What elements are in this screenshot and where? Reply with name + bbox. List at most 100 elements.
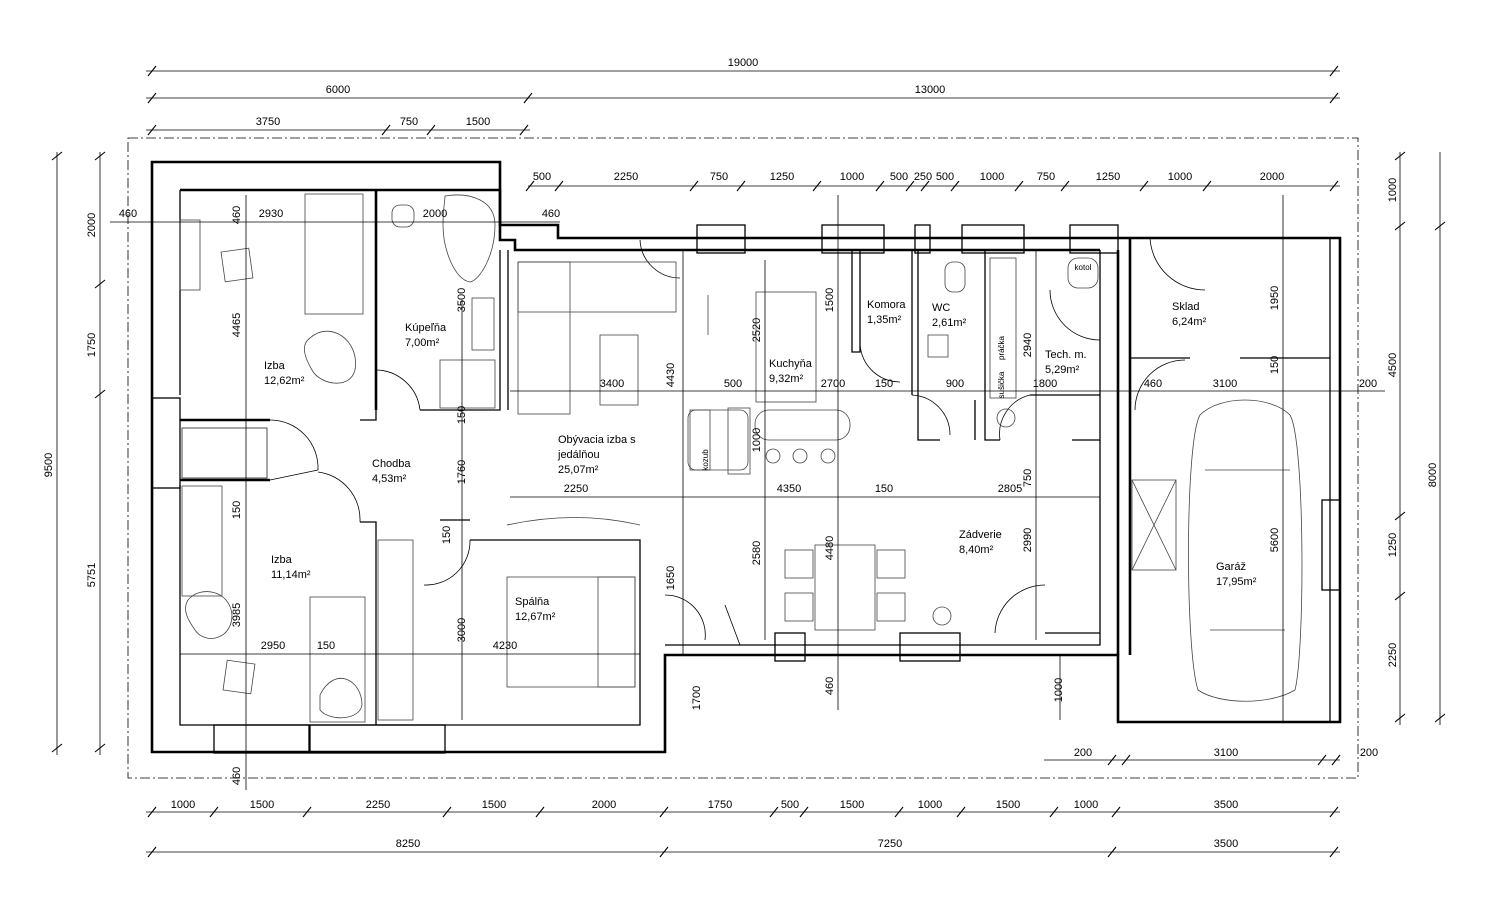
room-area-komora: 1,35m² bbox=[867, 314, 902, 326]
dim-bot-b: 8250 bbox=[396, 838, 420, 850]
room-name-obyvacia: Obývacia izba s bbox=[558, 434, 636, 446]
dim-top-d: 1250 bbox=[770, 171, 794, 183]
dim-top-c2: 750 bbox=[400, 116, 418, 128]
dim-inner: 1000 bbox=[1053, 678, 1065, 702]
dimension-lines bbox=[51, 65, 1446, 858]
bed-spalna bbox=[506, 576, 636, 688]
dim-top-d: 750 bbox=[710, 171, 728, 183]
dim-garage-bottom: 200 bbox=[1360, 747, 1378, 759]
dim-inner: 750 bbox=[1022, 469, 1034, 487]
dim-inner: 500 bbox=[724, 378, 742, 390]
dim-left-b: 5751 bbox=[86, 563, 98, 587]
room-area-izba-2: 11,14m² bbox=[271, 569, 311, 581]
dim-top-d: 500 bbox=[936, 171, 954, 183]
dim-inner: 1000 bbox=[751, 428, 763, 452]
room-area-kuchyna: 9,32m² bbox=[769, 373, 804, 385]
dim-inner: 4465 bbox=[231, 313, 243, 337]
dim-inner: 150 bbox=[875, 483, 893, 495]
dim-inner: 460 bbox=[231, 206, 243, 224]
dim-bot-a: 1750 bbox=[708, 799, 732, 811]
dim-inner: 3500 bbox=[456, 288, 468, 312]
dim-inner: 2700 bbox=[821, 378, 845, 390]
dim-right-a: 1000 bbox=[1387, 178, 1399, 202]
room-area-garaz: 17,95m² bbox=[1216, 576, 1257, 588]
dim-garage-bottom: 3100 bbox=[1214, 747, 1238, 759]
dim-inner: 150 bbox=[231, 501, 243, 519]
dim-inner: 1700 bbox=[691, 686, 703, 710]
toilet-icon bbox=[944, 261, 966, 293]
dim-bot-a: 1000 bbox=[1074, 799, 1098, 811]
dim-left-a: 1750 bbox=[86, 333, 98, 357]
dim-top-d: 250 bbox=[914, 171, 932, 183]
room-name-chodba: Chodba bbox=[372, 458, 411, 470]
dim-top-d: 2250 bbox=[614, 171, 638, 183]
dim-inner: 2000 bbox=[423, 208, 447, 220]
walls bbox=[150, 160, 1342, 754]
dim-inner: 900 bbox=[946, 378, 964, 390]
dim-inner: 2950 bbox=[261, 640, 285, 652]
dim-top-a: 6000 bbox=[326, 84, 350, 96]
dim-inner: 2580 bbox=[751, 541, 763, 565]
room-name-sklad: Sklad bbox=[1172, 301, 1200, 313]
plot-outline bbox=[127, 137, 1359, 779]
dim-garage-bottom: 200 bbox=[1074, 747, 1092, 759]
room-name-izba: Izba bbox=[264, 360, 286, 372]
dim-inner: 460 bbox=[231, 767, 243, 785]
dim-top-d: 500 bbox=[890, 171, 908, 183]
susicka-label: sušička bbox=[997, 371, 1006, 398]
dim-inner: 4230 bbox=[493, 640, 517, 652]
room-name-kuchyna: Kuchyňa bbox=[769, 358, 813, 370]
dim-right-b: 2250 bbox=[1387, 643, 1399, 667]
armchair-icon bbox=[185, 591, 233, 639]
room-area-sklad: 6,24m² bbox=[1172, 316, 1207, 328]
dim-top-d: 500 bbox=[533, 171, 551, 183]
dim-inner: 1760 bbox=[456, 460, 468, 484]
car-icon bbox=[1188, 399, 1303, 702]
furniture bbox=[179, 193, 1303, 723]
dim-inner: 460 bbox=[1144, 378, 1162, 390]
dimension-texts: 19000 6000 13000 3750 750 1500 500 2250 … bbox=[43, 57, 1439, 850]
dim-top-c3: 1500 bbox=[466, 116, 490, 128]
room-labels: Izba 12,62m² Kúpeľňa 7,00m² Obývacia izb… bbox=[264, 263, 1257, 623]
dim-inner: 3400 bbox=[600, 378, 624, 390]
dim-inner: 200 bbox=[1359, 378, 1377, 390]
room-area-izba: 12,62m² bbox=[264, 375, 305, 387]
dim-inner: 150 bbox=[456, 406, 468, 424]
room-area-tech: 5,29m² bbox=[1045, 364, 1080, 376]
room-name-spalna: Spálňa bbox=[515, 596, 550, 608]
room-area-obyvacia: 25,07m² bbox=[558, 464, 599, 476]
dim-inner: 3100 bbox=[1213, 378, 1237, 390]
armchair-icon bbox=[303, 330, 356, 384]
dim-inner: 3985 bbox=[231, 603, 243, 627]
room-name-izba-2: Izba bbox=[271, 554, 293, 566]
room-area-chodba: 4,53m² bbox=[372, 473, 407, 485]
dim-inner: 2940 bbox=[1022, 333, 1034, 357]
dim-bot-a: 1500 bbox=[482, 799, 506, 811]
dim-inner: 150 bbox=[1269, 356, 1281, 374]
dim-top-c1: 3750 bbox=[256, 116, 280, 128]
dim-top-d: 1000 bbox=[840, 171, 864, 183]
dim-inner: 1500 bbox=[824, 288, 836, 312]
dim-left-a: 2000 bbox=[86, 213, 98, 237]
dim-top-total: 19000 bbox=[728, 57, 759, 69]
dim-top-d: 750 bbox=[1037, 171, 1055, 183]
dim-bot-a: 1000 bbox=[171, 799, 195, 811]
room-name-obyvacia-2: jedálňou bbox=[557, 449, 600, 461]
room-area-kupelna: 7,00m² bbox=[405, 337, 440, 349]
dim-inner: 4430 bbox=[665, 363, 677, 387]
dim-bot-a: 2000 bbox=[592, 799, 616, 811]
dim-top-d: 1000 bbox=[980, 171, 1004, 183]
room-name-kupelna: Kúpeľňa bbox=[405, 322, 447, 334]
room-area-spalna: 12,67m² bbox=[515, 611, 556, 623]
dim-inner: 5600 bbox=[1269, 528, 1281, 552]
dim-right-a: 4500 bbox=[1387, 353, 1399, 377]
inner-dimensions: 460 2930 460 2000 460 4465 3500 150 3400… bbox=[110, 195, 1385, 790]
dim-right-total: 8000 bbox=[1427, 463, 1439, 487]
dim-top-d: 1000 bbox=[1168, 171, 1192, 183]
room-name-tech: Tech. m. bbox=[1045, 349, 1087, 361]
dim-inner: 2990 bbox=[1022, 528, 1034, 552]
dim-bot-a: 2250 bbox=[366, 799, 390, 811]
dim-inner: 150 bbox=[875, 378, 893, 390]
doors bbox=[269, 237, 1206, 646]
